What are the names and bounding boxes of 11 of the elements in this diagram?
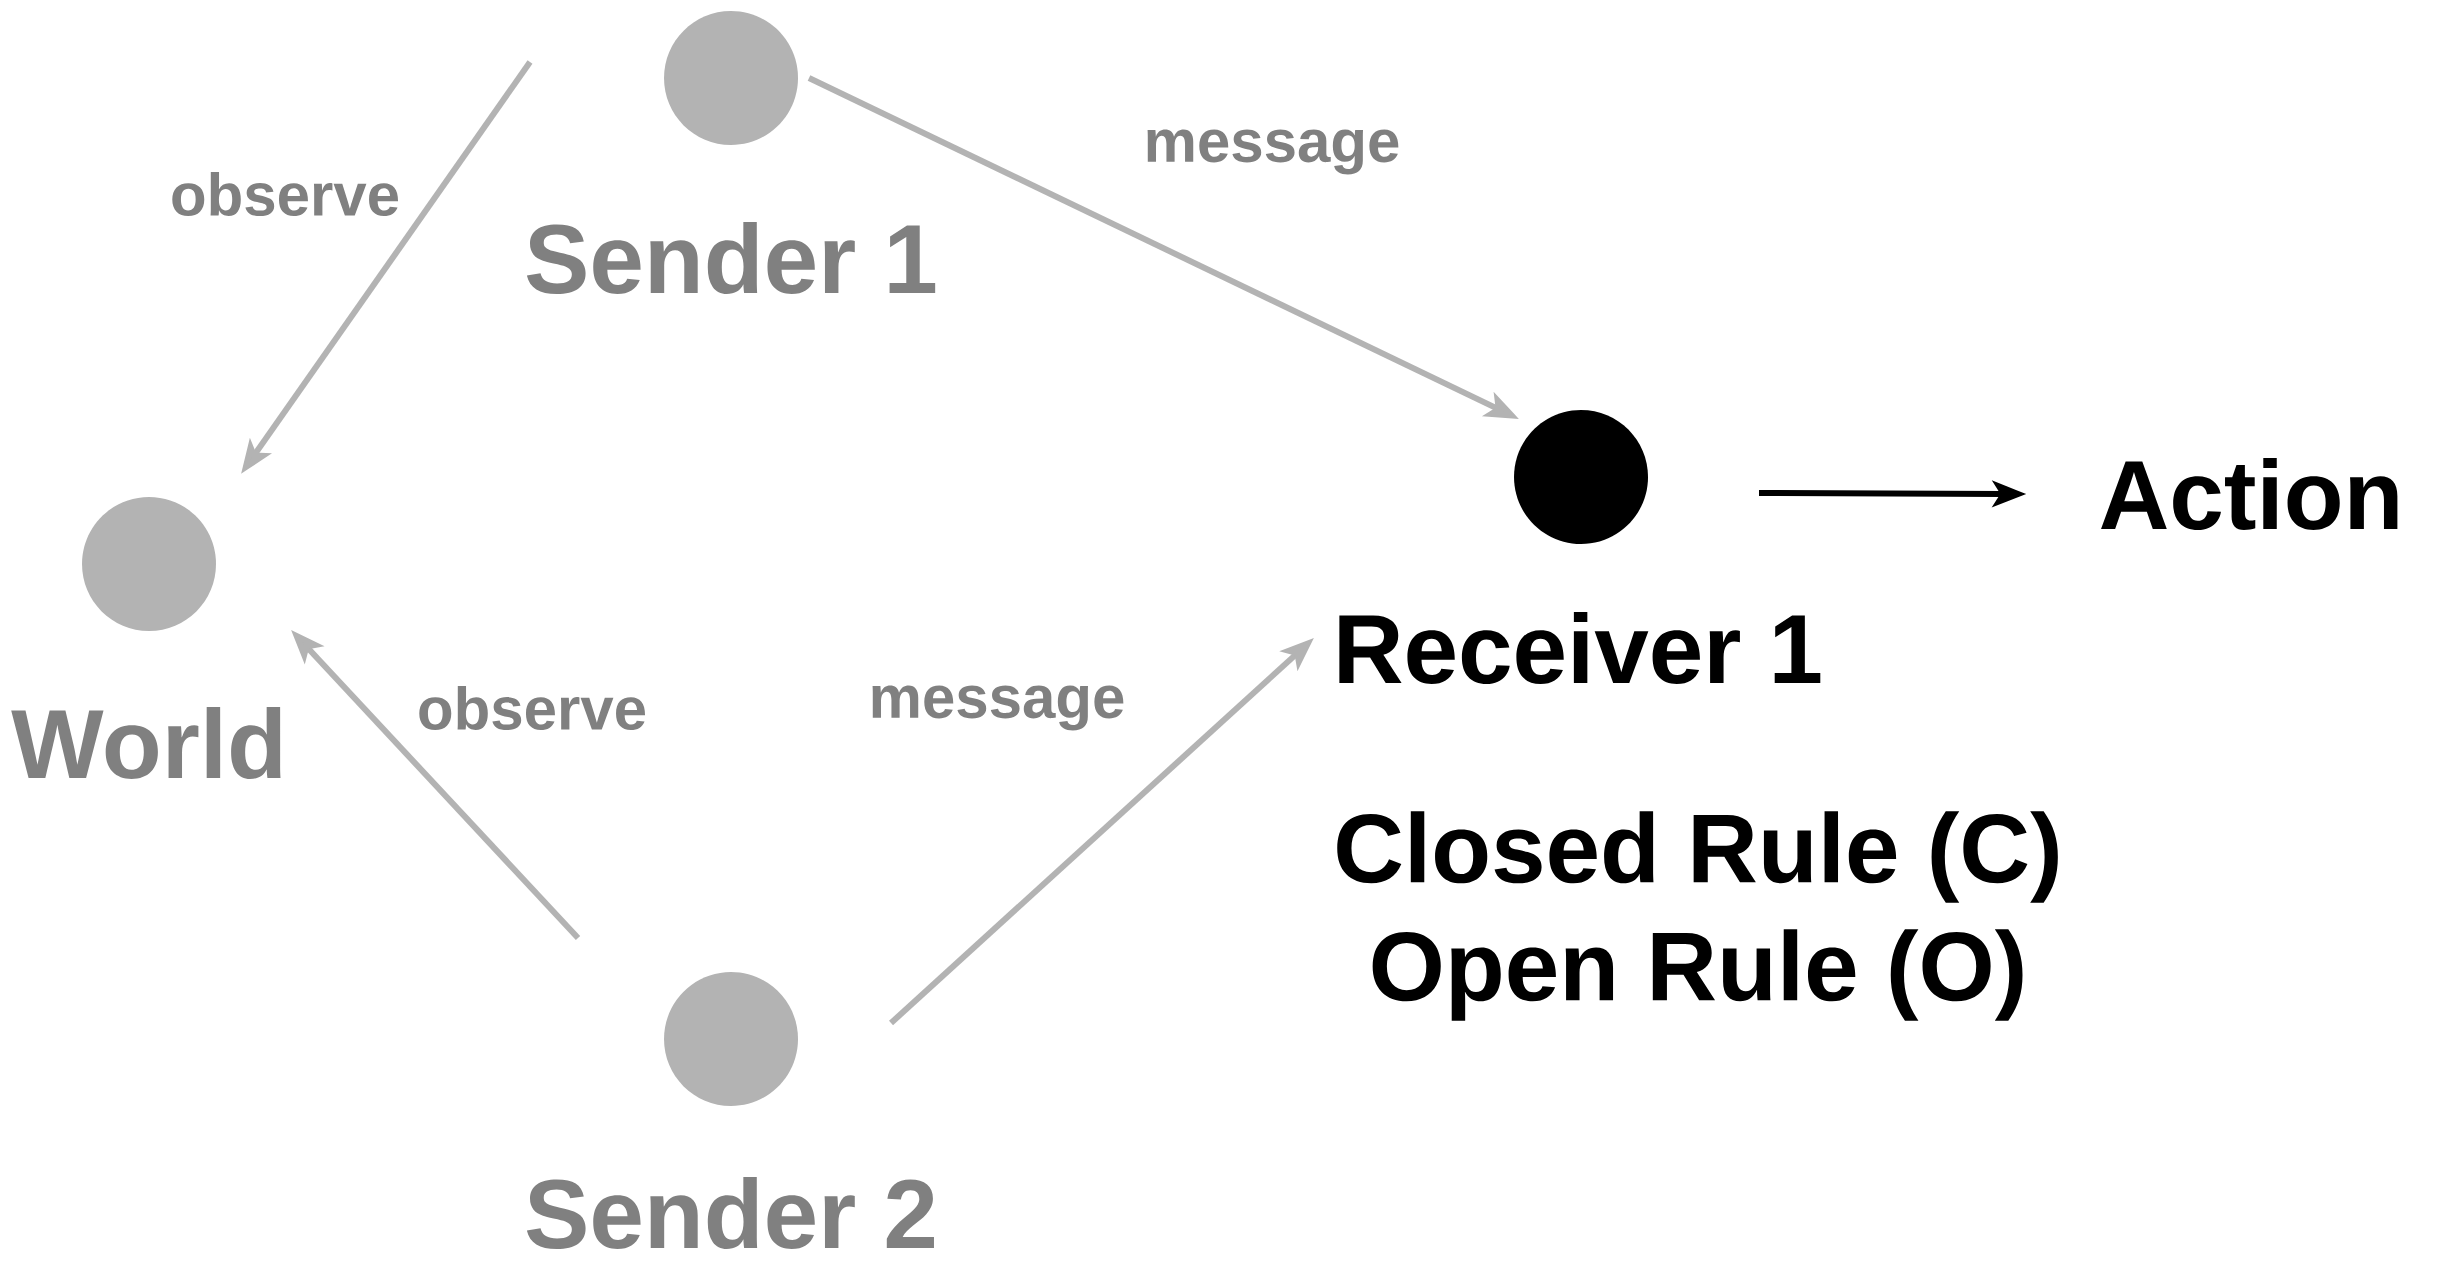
rule-label: Open Rule (O) [1372,929,2023,1021]
rule-label: Closed Rule (C) [1337,811,2058,903]
edge-label: observe [165,167,405,221]
node-label: Sender 2 [526,1177,934,1249]
node-label: Sender 1 [526,222,936,294]
node-label: Receiver 1 [1339,612,1821,684]
edge-label: observe [412,681,652,735]
edge-label: message [1139,125,1405,179]
node-label: Action [2101,458,2398,530]
node-label: World [11,707,281,779]
edge-label: message [864,681,1130,735]
